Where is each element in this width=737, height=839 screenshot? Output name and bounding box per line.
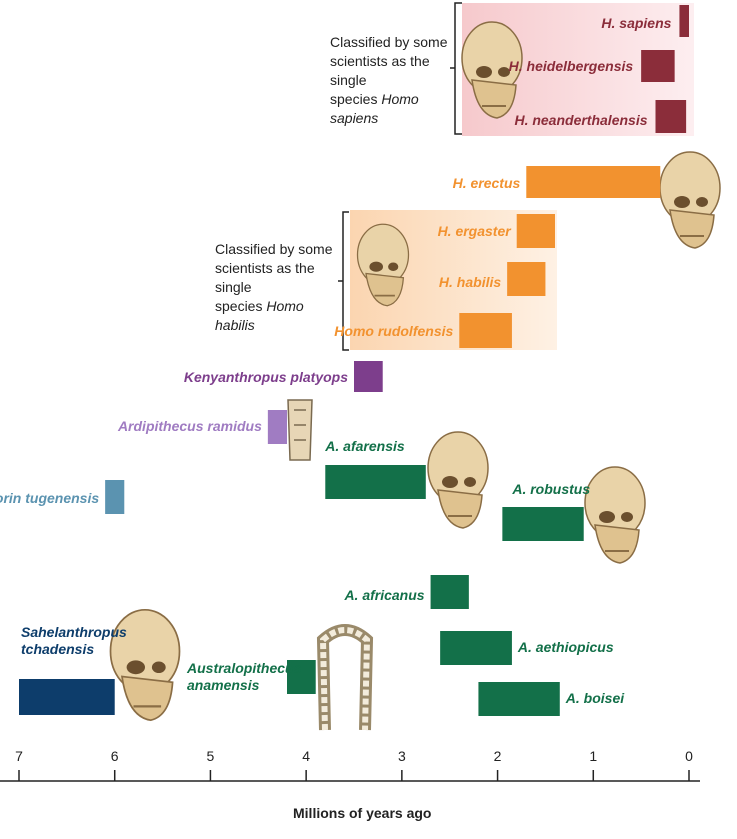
label-homo-rudolfensis: Homo rudolfensis [334,323,454,339]
label-orrorin-tugenensis: Orrorin tugenensis [0,490,100,506]
label-kenyanthropus-platyops: Kenyanthropus platyops [183,369,348,385]
x-tick-label: 0 [685,748,693,764]
robustus-skull [584,466,646,564]
label-a-afarensis: A. afarensis [325,438,405,454]
x-tick-label: 3 [397,748,406,764]
sapiens-skull [461,21,523,119]
habilis-note-line1: Classified by some [215,241,333,257]
label-australopithecus-anamensis: Australopithecus anamensis [187,660,302,693]
x-tick-label: 2 [493,748,502,764]
sahelanthropus-skull [109,608,181,722]
afarensis-skull [427,431,489,529]
bar-a-aethiopicus [440,631,512,665]
bar-orrorin-tugenensis [105,480,125,514]
bar-a-robustus [502,507,584,541]
label-a-robustus: A. robustus [512,481,591,497]
label-h-sapiens: H. sapiens [601,15,672,31]
bar-h-neanderthalensis [655,100,687,133]
label-h-habilis: H. habilis [438,274,502,290]
bar-a-afarensis [325,465,426,499]
label-a-africanus: A. africanus [344,587,425,603]
label-h-neanderthalensis: H. neanderthalensis [514,112,648,128]
habilis-skull [356,223,410,307]
bar-australopithecus-anamensis [287,660,316,694]
sapiens-note-line3a: species [330,91,382,107]
label-ardipithecus-ramidus: Ardipithecus ramidus [117,418,262,434]
erectus-skull [659,151,721,249]
label-h-erectus: H. erectus [452,175,521,191]
x-tick-label: 5 [206,748,215,764]
habilis-bracket [338,211,349,351]
bar-h-ergaster [516,214,555,248]
label-a-aethiopicus: A. aethiopicus [517,639,614,655]
x-tick-label: 4 [302,748,311,764]
label-h-ergaster: H. ergaster [437,223,511,239]
bar-sahelanthropus-tchadensis [19,679,115,715]
bar-homo-rudolfensis [459,313,512,348]
label-sahelanthropus-tchadensis: Sahelanthropus tchadensis [21,624,127,657]
bar-h-habilis [507,262,546,296]
bar-h-erectus [526,166,661,198]
sapiens-note-line1: Classified by some [330,34,448,50]
habilis-note-line2: scientists as the single [215,260,315,295]
anamensis-jaw-icon [316,624,374,731]
habilis-note-line3a: species [215,298,267,314]
bar-a-africanus [430,575,469,609]
habilis-note-line3b: Homo habilis [215,298,304,333]
x-tick-label: 1 [589,748,598,764]
sapiens-bracket [450,2,462,135]
x-axis-title: Millions of years ago [293,805,432,821]
bar-kenyanthropus-platyops [354,361,383,392]
x-tick-label: 6 [110,748,119,764]
bar-h-heidelbergensis [641,50,675,82]
ardipithecus-teeth-icon [287,399,313,461]
label-a-boisei: A. boisei [565,690,625,706]
sapiens-note-line3b: Homo sapiens [330,91,419,126]
x-tick-label: 7 [15,748,23,764]
habilis-note: Classified by some scientists as the sin… [215,240,340,335]
sapiens-note-line2: scientists as the single [330,53,430,88]
label-h-heidelbergensis: H. heidelbergensis [508,58,634,74]
bar-ardipithecus-ramidus [267,410,287,444]
bar-a-boisei [478,682,560,716]
sapiens-note: Classified by some scientists as the sin… [330,33,450,128]
bar-h-sapiens [679,5,689,37]
